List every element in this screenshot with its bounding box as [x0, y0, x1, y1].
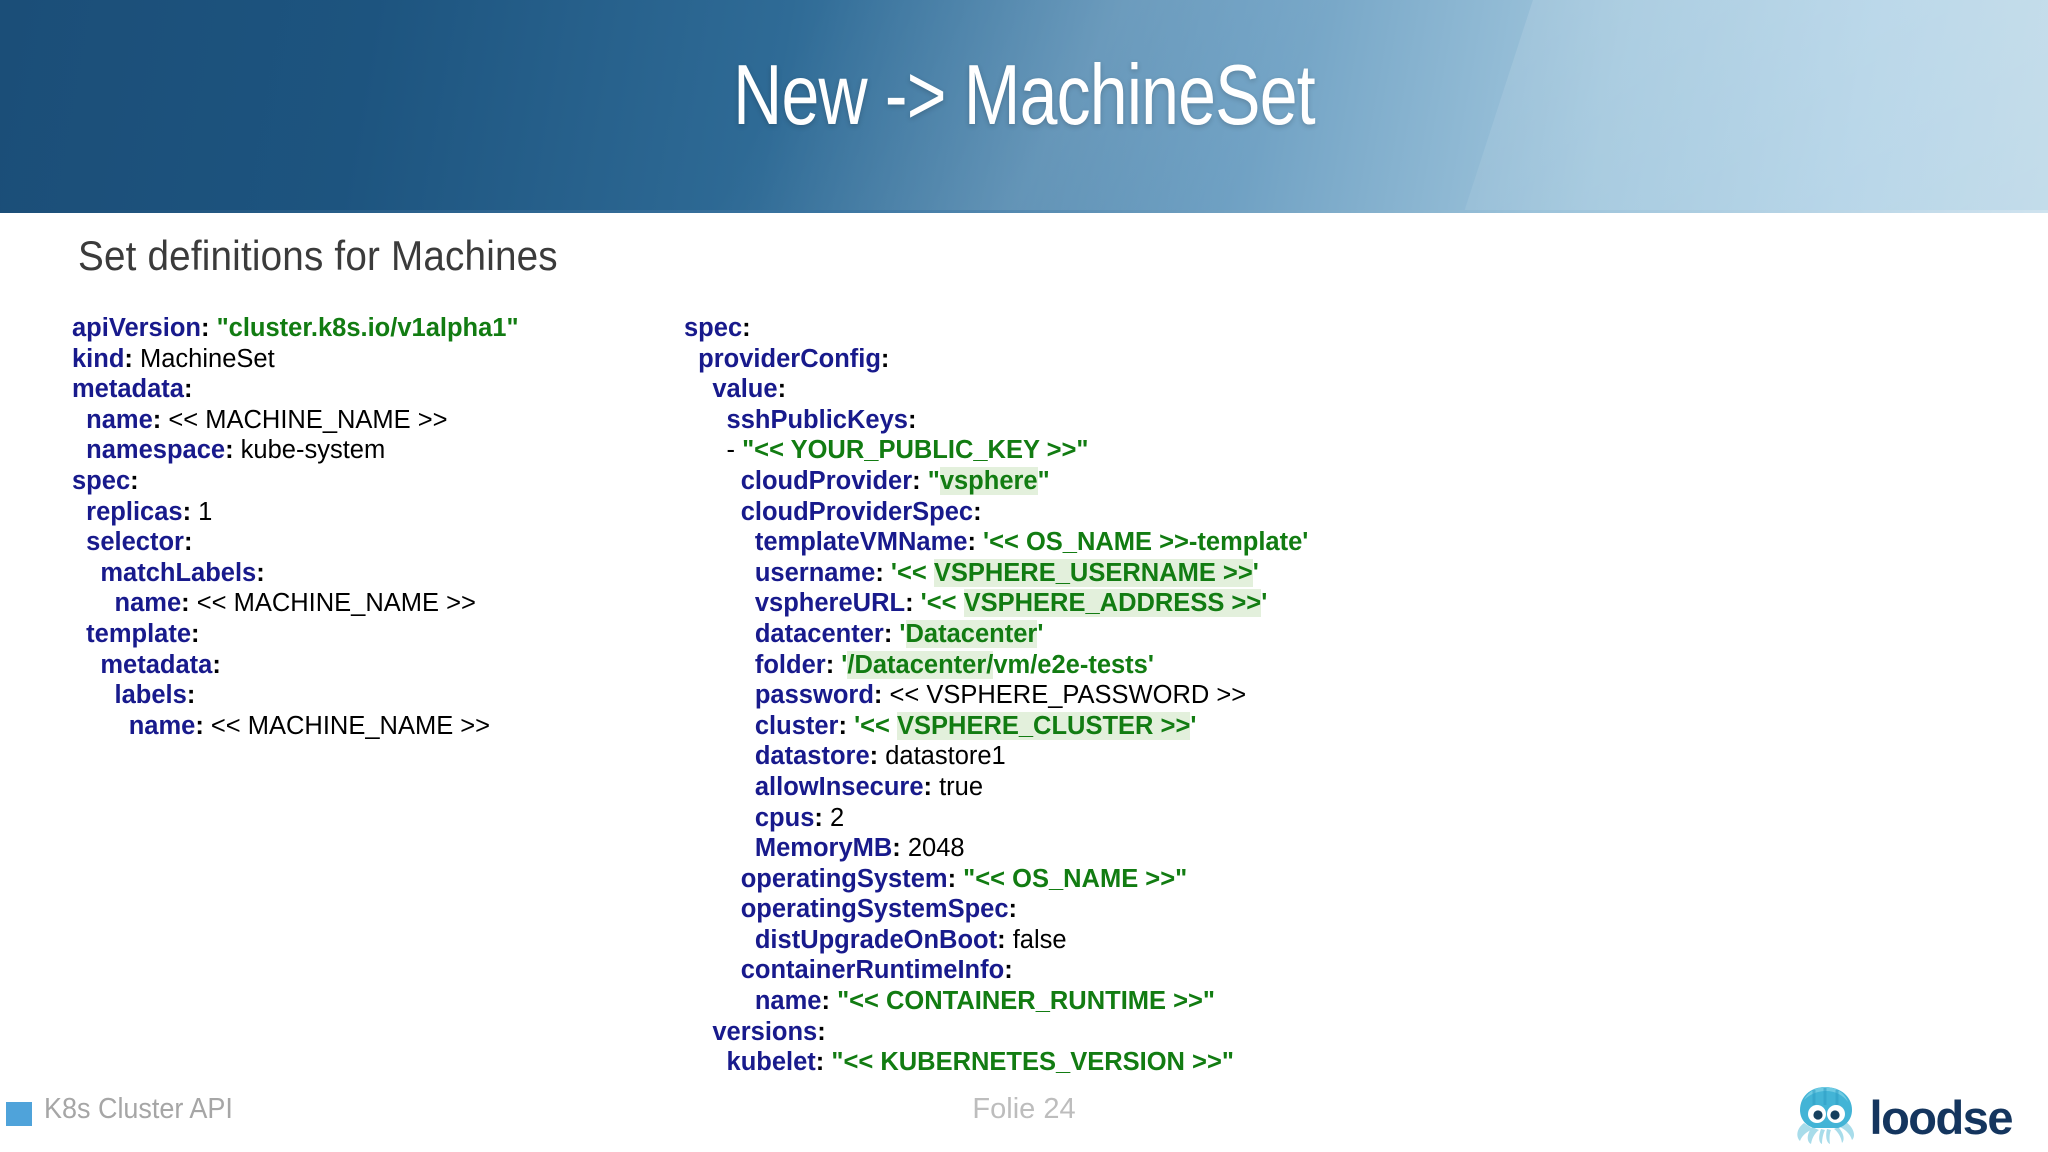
code-line: metadata: [100, 650, 221, 679]
logo-wordmark: loodse [1869, 1090, 2014, 1144]
code-line: password: << VSPHERE_PASSWORD >> [754, 681, 1247, 710]
code-line: name: << MACHINE_NAME >> [128, 711, 491, 740]
yaml-code-left-column: apiVersion: "cluster.k8s.io/v1alpha1"kin… [72, 313, 519, 741]
code-line: operatingSystem: "<< OS_NAME >>" [740, 864, 1188, 893]
code-line: username: '<< VSPHERE_USERNAME >>' [754, 558, 1259, 587]
code-line: labels: [114, 681, 196, 710]
code-line: MemoryMB: 2048 [754, 834, 965, 863]
code-line: template: [86, 619, 200, 648]
code-line: cloudProvider: "vsphere" [740, 466, 1050, 495]
code-line: name: "<< CONTAINER_RUNTIME >>" [754, 987, 1216, 1016]
footer-page-number: Folie 24 [972, 1093, 1076, 1125]
header-underline [0, 210, 2048, 213]
code-line: kubelet: "<< KUBERNETES_VERSION >>" [726, 1048, 1234, 1077]
octopus-icon [1794, 1085, 1860, 1150]
code-line: providerConfig: [698, 344, 890, 373]
code-line: kind: MachineSet [72, 344, 275, 373]
code-line: cluster: '<< VSPHERE_CLUSTER >>' [754, 711, 1197, 740]
code-line: namespace: kube-system [86, 436, 386, 465]
slide-header-banner: New -> MachineSet [0, 0, 2048, 210]
slide-subtitle: Set definitions for Machines [78, 232, 558, 279]
code-line: sshPublicKeys: [726, 405, 917, 434]
code-line: containerRuntimeInfo: [740, 956, 1013, 985]
code-line: spec: [684, 314, 751, 342]
code-line: matchLabels: [100, 558, 265, 587]
code-line: cloudProviderSpec: [740, 497, 982, 526]
code-line: operatingSystemSpec: [740, 895, 1018, 924]
code-line: vsphereURL: '<< VSPHERE_ADDRESS >>' [754, 589, 1268, 618]
code-line: datastore: datastore1 [754, 742, 1006, 771]
code-line: cpus: 2 [754, 803, 845, 832]
code-line: folder: '/Datacenter/vm/e2e-tests' [754, 650, 1154, 679]
code-line: distUpgradeOnBoot: false [754, 925, 1067, 954]
code-line: replicas: 1 [86, 497, 213, 526]
code-line: apiVersion: "cluster.k8s.io/v1alpha1" [72, 314, 519, 342]
code-line: metadata: [72, 375, 193, 404]
code-line: name: << MACHINE_NAME >> [114, 589, 476, 618]
code-line: name: << MACHINE_NAME >> [86, 405, 448, 434]
footer-deck-label: K8s Cluster API [44, 1093, 233, 1125]
code-line: datacenter: 'Datacenter' [754, 619, 1044, 648]
footer-marker-square [6, 1102, 32, 1126]
code-line: versions: [712, 1017, 826, 1046]
loodse-logo: loodse [1794, 1085, 2014, 1150]
code-line: allowInsecure: true [754, 772, 984, 801]
slide-title: New -> MachineSet [733, 48, 1315, 143]
code-line: templateVMName: '<< OS_NAME >>-template' [754, 528, 1309, 557]
code-line: value: [712, 375, 787, 404]
code-line: spec: [72, 466, 139, 495]
code-line: selector: [86, 528, 193, 557]
yaml-code-right-column: spec: providerConfig: value: sshPublicKe… [684, 313, 1308, 1078]
code-line: - "<< YOUR_PUBLIC_KEY >>" [726, 436, 1089, 465]
